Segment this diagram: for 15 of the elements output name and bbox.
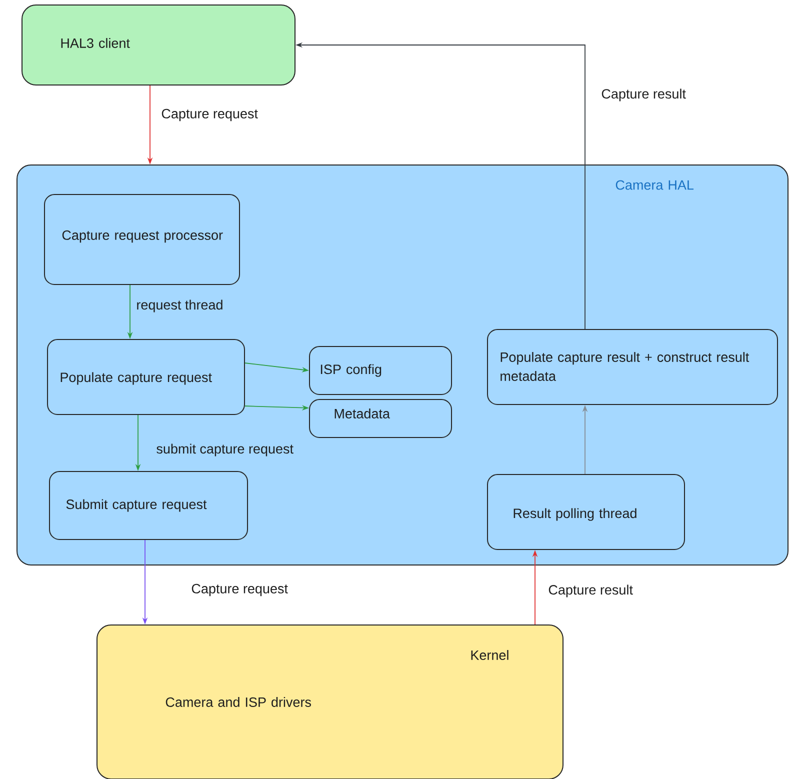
edge-label: Capture result	[547, 584, 634, 598]
edge-label: Capture result	[600, 88, 687, 102]
process-box: Capture request processor	[44, 194, 240, 285]
process-box: Populate capture result + construct result metadata	[487, 329, 778, 405]
edge-label: request thread	[135, 298, 224, 314]
process-box: ISP config	[309, 346, 452, 395]
process-box: Submit capture request	[49, 471, 248, 540]
layer-box: Kernel Camera and ISP drivers	[96, 624, 564, 779]
edge-label: Capture request	[160, 108, 260, 122]
process-box: Metadata	[309, 399, 452, 438]
edge-label: submit capture request	[155, 442, 295, 458]
edge-label: Capture request	[190, 582, 289, 598]
process-box: Result polling thread	[487, 474, 685, 550]
process-box: Populate capture request	[47, 339, 245, 415]
client-box: HAL3 client	[22, 4, 296, 86]
